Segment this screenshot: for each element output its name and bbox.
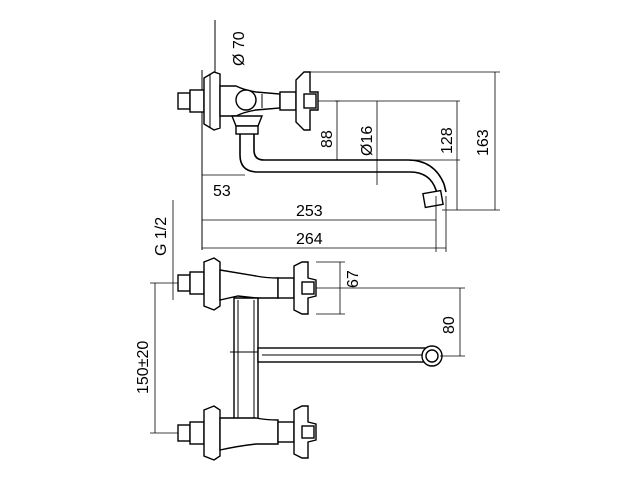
valve-bonnet [279, 91, 297, 111]
upper-body [219, 269, 279, 301]
label-thread: G 1/2 [153, 217, 170, 256]
upper-inlet [177, 274, 191, 292]
label-264: 264 [296, 231, 323, 248]
label-253: 253 [296, 203, 323, 220]
label-spacing: 150±20 [135, 341, 152, 394]
label-53: 53 [213, 183, 231, 200]
spout-pipe-inner [253, 134, 447, 193]
label-d70: Ø 70 [231, 31, 248, 66]
lower-inlet [177, 424, 191, 442]
label-88: 88 [319, 130, 336, 148]
label-163: 163 [475, 129, 492, 156]
body-boss [235, 89, 257, 111]
label-128: 128 [439, 127, 456, 154]
spout-outlet [425, 349, 439, 363]
label-80: 80 [441, 316, 458, 334]
lower-inlet-nut [189, 421, 205, 445]
front-view: G 1/2 150±20 67 [135, 200, 465, 461]
label-67: 67 [345, 270, 362, 288]
spout-collar [235, 125, 259, 135]
lower-rosette [203, 405, 221, 461]
spout-pipe-outer [239, 134, 439, 197]
label-d16: Ø16 [359, 126, 376, 156]
handle-cap [303, 93, 317, 109]
inlet-nipple [177, 92, 191, 110]
wall-rosette [203, 71, 221, 131]
lower-body [219, 417, 279, 451]
upper-rosette [203, 257, 221, 311]
upper-inlet-nut [189, 271, 205, 295]
spout-nut [230, 115, 264, 127]
aerator [422, 189, 444, 209]
inlet-nut [189, 89, 205, 113]
upper-bonnet [277, 277, 295, 299]
side-view: Ø 70 88 Ø16 128 163 53 253 264 [177, 20, 500, 252]
lower-bonnet [277, 421, 295, 443]
